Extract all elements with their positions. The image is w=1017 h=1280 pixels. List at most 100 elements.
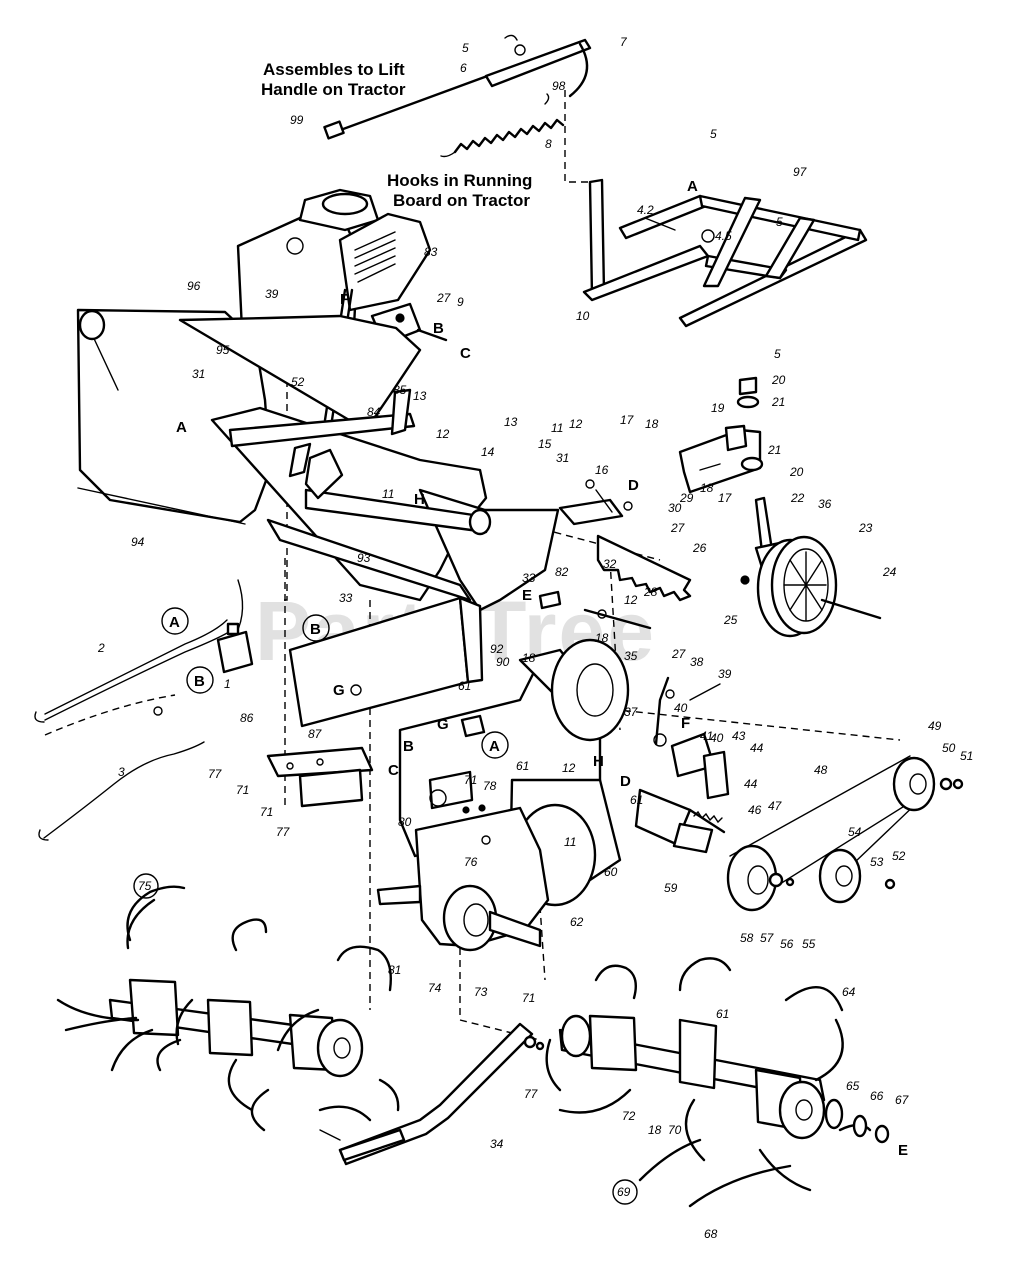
part-label: 15 <box>538 437 552 451</box>
label-B: B <box>403 738 414 755</box>
part-label: 32 <box>603 557 617 571</box>
part-label: 14 <box>481 445 495 459</box>
depth-bar <box>558 479 692 602</box>
part-label: 38 <box>690 655 704 669</box>
part-label: 23 <box>858 521 873 535</box>
belt-drive <box>726 755 964 912</box>
note-running-board-line2: Board on Tractor <box>393 191 530 210</box>
reference-letters: A A A A B B B B C C D D E E F F G H H <box>161 178 908 1159</box>
shift-linkage <box>634 676 730 854</box>
drag-bar <box>319 1022 545 1166</box>
part-label: 48 <box>814 763 828 777</box>
part-label: 17 <box>718 491 733 505</box>
part-label: 46 <box>748 803 762 817</box>
part-label: 12 <box>436 427 450 441</box>
part-label: 33 <box>339 591 353 605</box>
part-label: 76 <box>464 855 478 869</box>
spring <box>440 93 565 158</box>
caster-wheel <box>736 376 882 638</box>
assembly-notes: Assembles to Lift Handle on Tractor Hook… <box>261 60 532 210</box>
part-label: 33 <box>522 571 536 585</box>
part-label: 20 <box>771 373 786 387</box>
part-label: 68 <box>704 1227 718 1241</box>
part-label: 78 <box>483 779 497 793</box>
part-label: 44 <box>744 777 758 791</box>
circled-part-labels: 75 69 <box>133 873 638 1205</box>
part-label: 27 <box>436 291 452 305</box>
part-label: 90 <box>496 655 510 669</box>
part-label: 47 <box>768 799 783 813</box>
part-label: 64 <box>842 985 856 999</box>
part-label: 72 <box>622 1109 636 1123</box>
part-label: 18 <box>700 481 714 495</box>
part-label: 92 <box>490 642 504 656</box>
label-H: H <box>593 753 604 770</box>
label-H: H <box>414 491 425 508</box>
label-D: D <box>628 477 639 494</box>
part-label: 21 <box>767 443 781 457</box>
part-label: 39 <box>718 667 732 681</box>
part-label: 77 <box>276 825 291 839</box>
part-label: 41 <box>700 729 713 743</box>
part-label: 77 <box>208 767 223 781</box>
part-label: 13 <box>504 415 518 429</box>
part-label: 54 <box>848 825 862 839</box>
chain-case <box>376 806 550 952</box>
part-label-circled: 75 <box>138 879 152 893</box>
label-D: D <box>620 773 631 790</box>
part-label: 13 <box>413 389 427 403</box>
belt-cover: G <box>288 596 484 728</box>
part-label: 87 <box>308 727 323 741</box>
part-label: 19 <box>711 401 725 415</box>
part-label: 5 <box>774 347 781 361</box>
part-label: 52 <box>291 375 305 389</box>
part-label: 12 <box>562 761 576 775</box>
part-label: 86 <box>240 711 254 725</box>
part-label: 7 <box>620 35 628 49</box>
part-label: 61 <box>716 1007 729 1021</box>
part-label: 57 <box>760 931 775 945</box>
part-label: 5 <box>776 215 783 229</box>
label-B: B <box>194 673 205 690</box>
part-label: 71 <box>464 773 477 787</box>
part-label: 31 <box>192 367 205 381</box>
part-label: 43 <box>732 729 746 743</box>
part-label: 35 <box>624 649 638 663</box>
part-label: 70 <box>668 1123 682 1137</box>
part-label: 96 <box>187 279 201 293</box>
label-A: A <box>687 178 698 195</box>
part-label: 18 <box>645 417 659 431</box>
part-label: 18 <box>648 1123 662 1137</box>
part-label: 94 <box>131 535 145 549</box>
part-label-circled: 69 <box>617 1185 631 1199</box>
part-label: 51 <box>960 749 973 763</box>
label-G: G <box>437 716 449 733</box>
part-label: 2 <box>97 641 105 655</box>
part-label: 5 <box>710 127 717 141</box>
part-label: 24 <box>882 565 897 579</box>
note-lift-handle-line1: Assembles to Lift <box>263 60 405 79</box>
label-A: A <box>176 419 187 436</box>
label-F: F <box>340 291 349 308</box>
lift-rod-assembly <box>323 34 592 140</box>
part-label: 83 <box>424 245 438 259</box>
part-label: 71 <box>236 783 249 797</box>
part-label: 36 <box>818 497 832 511</box>
part-label: 81 <box>388 963 401 977</box>
part-label: 65 <box>846 1079 860 1093</box>
part-label: 31 <box>556 451 569 465</box>
part-label: 16 <box>595 463 609 477</box>
part-label: 99 <box>290 113 304 127</box>
part-label: 97 <box>793 165 808 179</box>
part-label: 59 <box>664 881 678 895</box>
part-label: 12 <box>624 593 638 607</box>
part-label: 77 <box>524 1087 539 1101</box>
part-label: 82 <box>555 565 569 579</box>
part-label: 74 <box>428 981 442 995</box>
part-label: 73 <box>474 985 488 999</box>
part-label: 20 <box>789 465 804 479</box>
part-label: 6 <box>460 61 467 75</box>
part-label: 95 <box>216 343 230 357</box>
part-label: 98 <box>552 79 566 93</box>
part-label: 62 <box>570 915 584 929</box>
